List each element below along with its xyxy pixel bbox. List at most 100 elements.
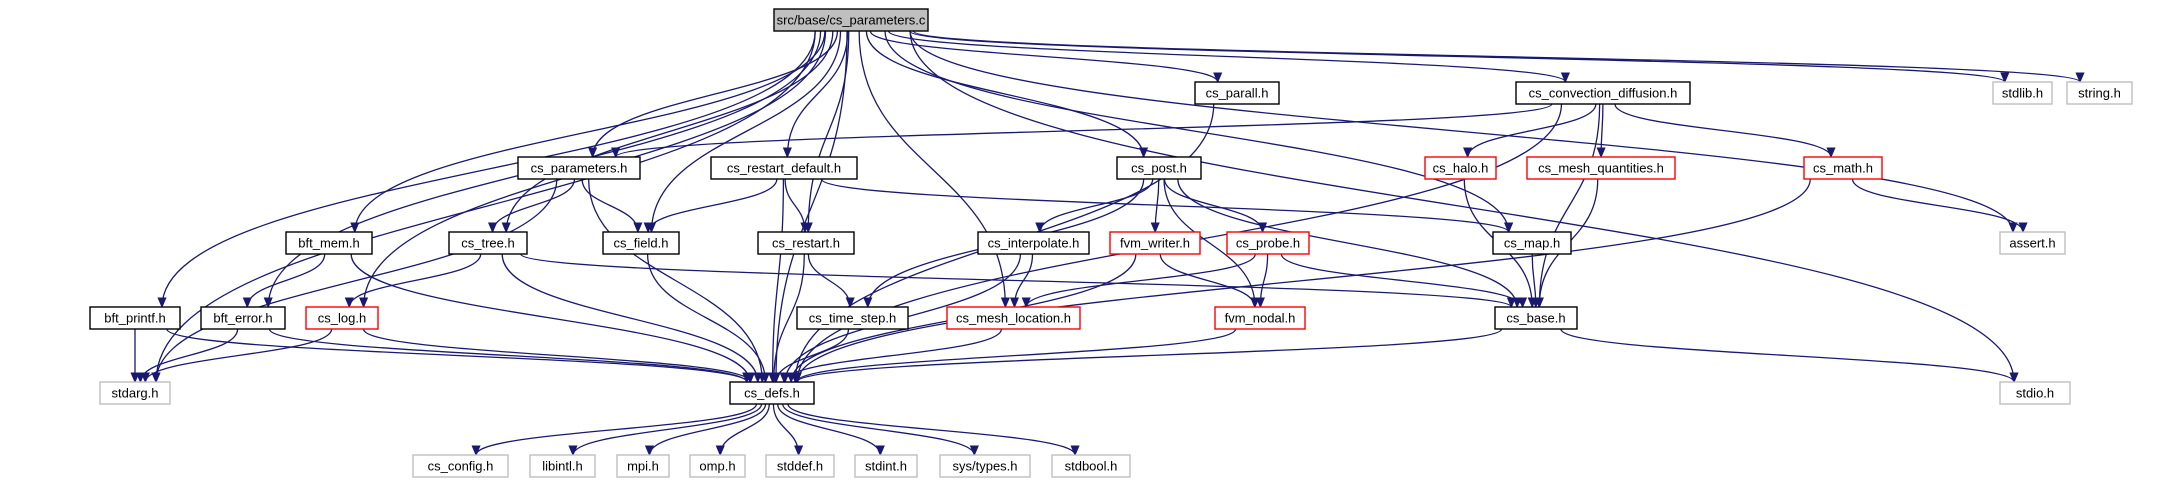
node-box	[1803, 156, 1883, 180]
node-label: stdlib.h	[2002, 86, 2043, 101]
node-map[interactable]: cs_map.h	[1492, 231, 1572, 255]
node-label: fvm_nodal.h	[1225, 311, 1296, 326]
node-parameters[interactable]: cs_parameters.h	[517, 156, 641, 180]
edge-interp-to-meshloc	[1009, 253, 1034, 309]
node-stdio: stdio.h	[1999, 381, 2071, 405]
edge-defs-to-config	[471, 403, 758, 457]
node-halo[interactable]: cs_halo.h	[1424, 156, 1497, 180]
node-post[interactable]: cs_post.h	[1116, 156, 1202, 180]
node-timestep[interactable]: cs_time_step.h	[796, 306, 909, 330]
node-mpi: mpi.h	[616, 454, 670, 478]
edge-restartdef-to-map	[820, 178, 1514, 234]
edge-defs-to-stdbool	[787, 403, 1080, 457]
node-label: cs_mesh_quantities.h	[1538, 161, 1664, 176]
file-nodes: src/base/cs_parameters.c cs_parall.h cs_co…	[89, 8, 2133, 478]
node-box	[1226, 231, 1310, 255]
node-label: cs_map.h	[1504, 236, 1560, 251]
node-box	[1424, 156, 1497, 180]
node-label: cs_halo.h	[1433, 161, 1489, 176]
node-bfterror[interactable]: bft_error.h	[200, 306, 286, 330]
node-stddef: stddef.h	[765, 454, 835, 478]
node-label: libintl.h	[542, 459, 582, 474]
node-box	[412, 454, 509, 478]
node-base[interactable]: cs_base.h	[1494, 306, 1578, 330]
node-box	[1992, 81, 2053, 105]
node-root[interactable]: src/base/cs_parameters.c	[773, 8, 929, 32]
node-field[interactable]: cs_field.h	[602, 231, 680, 255]
node-box	[1494, 306, 1578, 330]
node-parall[interactable]: cs_parall.h	[1194, 81, 1280, 105]
edge-root-to-meshloc	[858, 30, 1010, 309]
node-box	[448, 231, 528, 255]
node-label: fvm_writer.h	[1120, 236, 1190, 251]
edge-post-to-interp	[1035, 178, 1154, 234]
node-box	[773, 8, 929, 32]
node-label: omp.h	[699, 459, 735, 474]
edge-defs-to-stddef	[772, 403, 804, 457]
edge-bfterror-to-defs	[268, 328, 752, 384]
node-string: string.h	[2066, 81, 2133, 105]
node-restartdef[interactable]: cs_restart_default.h	[710, 156, 858, 180]
node-convdiff[interactable]: cs_convection_diffusion.h	[1515, 81, 1691, 105]
edge-post-to-base	[1177, 178, 1522, 309]
node-box	[1492, 231, 1572, 255]
node-box	[1999, 231, 2066, 255]
node-label: stdbool.h	[1065, 459, 1118, 474]
edge-defs-to-libintl	[568, 403, 763, 457]
node-box	[517, 156, 641, 180]
edge-defs-to-stdint	[777, 403, 885, 457]
node-stdbool: stdbool.h	[1051, 454, 1131, 478]
node-log[interactable]: cs_log.h	[305, 306, 379, 330]
node-box	[710, 156, 858, 180]
node-interp[interactable]: cs_interpolate.h	[977, 231, 1090, 255]
edge-timestep-to-defs	[771, 328, 850, 384]
node-box	[99, 381, 171, 405]
node-label: cs_probe.h	[1236, 236, 1300, 251]
edge-defs-to-systypes	[782, 403, 979, 457]
edge-root-to-bftprintf	[157, 30, 816, 309]
node-fvmnodal[interactable]: fvm_nodal.h	[1214, 306, 1306, 330]
node-label: string.h	[2078, 86, 2121, 101]
node-box	[1051, 454, 1131, 478]
node-box	[1214, 306, 1306, 330]
node-box	[689, 454, 746, 478]
edge-field-to-defs	[646, 253, 771, 384]
node-label: mpi.h	[627, 459, 659, 474]
node-math[interactable]: cs_math.h	[1803, 156, 1883, 180]
edge-bftmem-to-bfterror	[242, 253, 326, 309]
node-bftprintf[interactable]: bft_printf.h	[89, 306, 181, 330]
edge-restartdef-to-field	[643, 178, 778, 234]
edge-base-to-defs	[792, 328, 1503, 384]
node-label: cs_tree.h	[461, 236, 514, 251]
node-box	[977, 231, 1090, 255]
node-label: cs_post.h	[1131, 161, 1187, 176]
node-probe[interactable]: cs_probe.h	[1226, 231, 1310, 255]
edge-defs-to-omp	[715, 403, 770, 457]
node-meshloc[interactable]: cs_mesh_location.h	[946, 306, 1081, 330]
node-box	[757, 231, 855, 255]
node-box	[616, 454, 670, 478]
node-box	[1109, 231, 1201, 255]
node-label: cs_time_step.h	[809, 311, 896, 326]
edge-parameters-to-field	[581, 178, 643, 234]
node-box	[854, 454, 918, 478]
node-label: cs_parameters.h	[531, 161, 628, 176]
node-systypes: sys/types.h	[939, 454, 1031, 478]
node-defs[interactable]: cs_defs.h	[729, 381, 815, 405]
node-bftmem[interactable]: bft_mem.h	[285, 231, 373, 255]
node-box	[200, 306, 286, 330]
edge-bftprintf-to-defs	[166, 328, 752, 384]
node-meshq[interactable]: cs_mesh_quantities.h	[1526, 156, 1676, 180]
edge-root-to-parall	[869, 30, 1223, 84]
node-fvmwriter[interactable]: fvm_writer.h	[1109, 231, 1201, 255]
node-box	[285, 231, 373, 255]
edge-parameters-to-defs	[588, 178, 767, 384]
edge-root-to-string	[912, 30, 2085, 84]
node-restart[interactable]: cs_restart.h	[757, 231, 855, 255]
node-label: bft_error.h	[213, 311, 272, 326]
node-tree[interactable]: cs_tree.h	[448, 231, 528, 255]
node-box	[1515, 81, 1691, 105]
edge-fvmwriter-to-fvmnodal	[1159, 253, 1260, 309]
edge-root-to-parameters	[588, 30, 839, 159]
edge-root-to-assert	[909, 30, 2018, 234]
